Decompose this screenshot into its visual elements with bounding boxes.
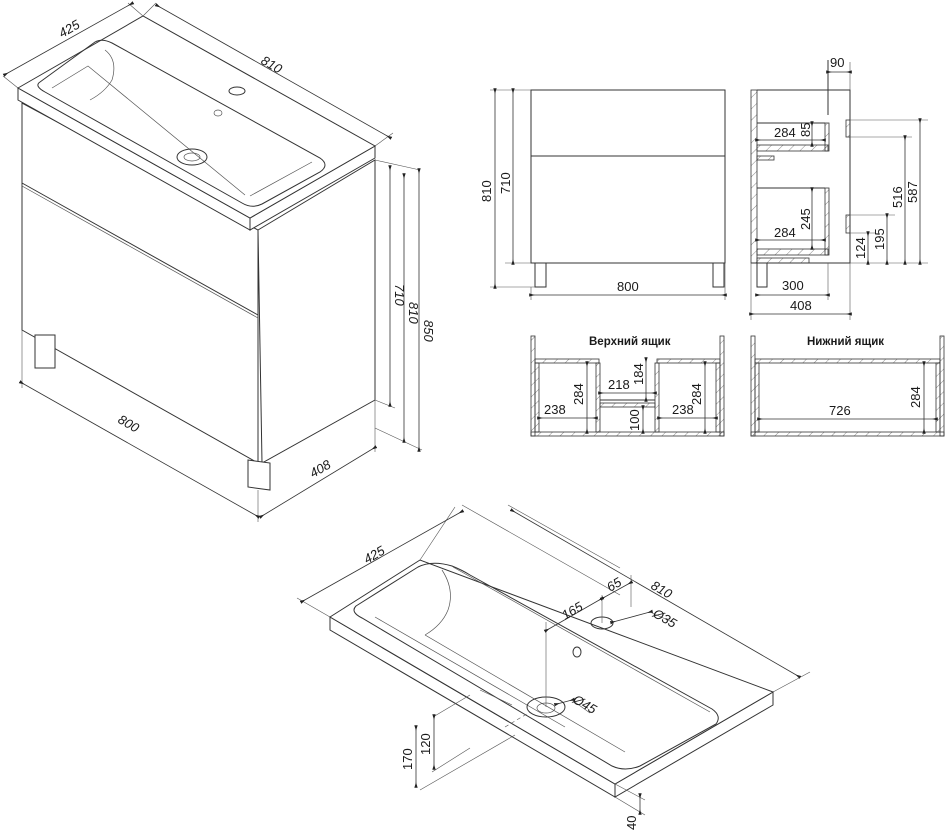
side-leg <box>756 262 768 288</box>
dim-side-inner-depth: 300 <box>782 278 804 293</box>
dim-ud-middle-upper: 184 <box>631 363 646 385</box>
dim-line-425 <box>2 1 135 77</box>
dim-cabinet-body-height: 710 <box>392 284 407 306</box>
dim-ud-right-height: 284 <box>689 383 704 405</box>
drawer-split-line <box>21 182 259 316</box>
dim-line-810 <box>154 3 393 140</box>
dim-side-lower-height: 245 <box>798 208 813 230</box>
dim-sink-depth: 425 <box>361 542 388 566</box>
dim-ud-left-width: 238 <box>544 402 566 417</box>
wall-bracket-upper <box>845 119 851 138</box>
wall-bracket-lower <box>845 214 851 234</box>
front-view: 810 710 800 <box>479 88 727 300</box>
dim-side-195: 195 <box>872 228 887 250</box>
dim-front-width: 800 <box>617 279 639 294</box>
dim-side-587: 587 <box>905 181 920 203</box>
sink-isometric: 425 810 65 165 Ø35 Ø45 170 120 40 <box>296 504 811 830</box>
dim-side-upper-height: 85 <box>798 123 813 137</box>
dim-side-upper-depth: 284 <box>774 125 796 140</box>
dim-side-lower-depth: 284 <box>774 225 796 240</box>
front-leg-left <box>534 262 547 288</box>
lower-drawer-plan: Нижний ящик 726 284 <box>750 335 945 437</box>
dim-cabinet-width: 800 <box>116 412 143 436</box>
dim-ld-height: 284 <box>908 386 923 408</box>
upper-drawer-back <box>824 122 830 152</box>
upper-drawer-plan: Верхний ящик 284 238 218 184 100 284 238 <box>530 335 725 437</box>
lower-drawer-back <box>824 187 830 256</box>
lower-drawer-bottom <box>756 248 829 256</box>
dim-ud-middle-lower: 100 <box>627 409 642 431</box>
dim-front-total-height: 810 <box>479 180 494 202</box>
dim-line-408 <box>258 445 378 519</box>
dim-side-total-depth: 408 <box>790 298 812 313</box>
front-body <box>530 89 726 264</box>
dim-ud-left-height: 284 <box>571 383 586 405</box>
dim-side-top-offset: 90 <box>830 55 844 70</box>
dim-ud-middle-width: 218 <box>608 377 630 392</box>
dim-cabinet-sink-width: 810 <box>259 53 286 77</box>
dim-sink-width: 810 <box>649 578 676 602</box>
dim-line-sink-d35 <box>609 609 654 625</box>
dim-front-body-height: 710 <box>498 172 513 194</box>
dim-ud-right-width: 238 <box>672 402 694 417</box>
dim-sink-tap-hole: Ø35 <box>650 605 680 631</box>
drain-hole <box>176 148 208 166</box>
dim-line-sink-65 <box>599 580 634 601</box>
dim-sink-tap-offset: 65 <box>604 574 625 595</box>
dim-line-sink-d45 <box>553 697 576 707</box>
front-leg-right <box>712 262 725 288</box>
dim-line-sink-425 <box>299 509 465 604</box>
dim-line-800 <box>18 380 261 519</box>
dim-line-sink-165 <box>543 596 605 633</box>
dim-side-516: 516 <box>890 186 905 208</box>
side-view: 90 284 85 284 245 124 195 516 587 300 40… <box>749 55 928 320</box>
side-front-panel <box>750 89 758 264</box>
leg-front-right <box>247 459 271 491</box>
dim-sink-thickness: 40 <box>624 816 639 830</box>
dim-cabinet-sink-height: 810 <box>406 302 421 324</box>
leg-front-left <box>34 334 56 369</box>
lower-drawer-title: Нижний ящик <box>807 336 884 348</box>
dim-sink-120: 120 <box>418 733 433 755</box>
upper-drawer-title: Верхний ящик <box>589 336 671 348</box>
dim-side-124: 124 <box>853 237 868 259</box>
dim-ld-width: 726 <box>829 403 851 418</box>
dim-cabinet-depth: 408 <box>307 456 334 480</box>
cabinet-isometric: 425 810 800 408 710 810 850 <box>2 1 436 522</box>
dim-cabinet-total-height: 850 <box>421 320 436 342</box>
dim-cabinet-sink-depth: 425 <box>56 16 83 40</box>
upper-drawer-bottom <box>756 144 829 152</box>
dim-line-sink-810 <box>509 508 802 679</box>
dim-sink-170: 170 <box>400 748 415 770</box>
